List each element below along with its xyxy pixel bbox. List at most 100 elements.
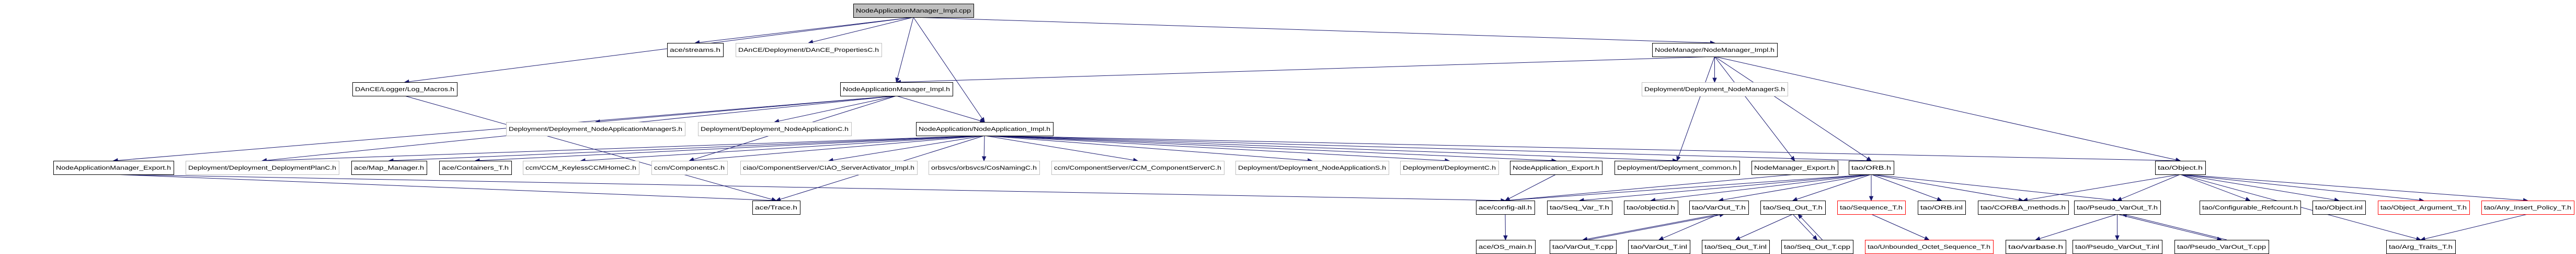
arrowhead-icon: [981, 156, 987, 162]
edge-line: [1588, 214, 1720, 240]
node-naExport[interactable]: NodeApplication_Export.h: [1510, 161, 1602, 175]
edge-line: [113, 174, 1502, 201]
node-box: [740, 161, 918, 175]
node-logMacros[interactable]: DAnCE/Logger/Log_Macros.h: [352, 82, 457, 96]
node-label: tao/objectid.h: [1627, 205, 1675, 211]
node-namS[interactable]: Deployment/Deployment_NodeApplicationMan…: [506, 122, 685, 136]
node-seqVar[interactable]: tao/Seq_Var_T.h: [1547, 201, 1612, 215]
arrowhead-icon: [1812, 235, 1818, 240]
node-nmExport[interactable]: NodeManager_Export.h: [1751, 161, 1838, 175]
node-configAll[interactable]: ace/config-all.h: [1476, 201, 1535, 215]
node-box: [1235, 161, 1389, 175]
arrowhead-icon: [1869, 196, 1874, 202]
node-osMain[interactable]: ace/OS_main.h: [1476, 240, 1536, 254]
arrowhead-icon: [1712, 78, 1717, 83]
edge-line: [1508, 174, 1556, 199]
node-varOut[interactable]: tao/VarOut_T.h: [1689, 201, 1749, 215]
edge-nmImpl-to-namImpl: [896, 56, 1715, 84]
node-objectid[interactable]: tao/objectid.h: [1624, 201, 1678, 215]
node-containers[interactable]: ace/Containers_T.h: [439, 161, 512, 175]
node-nmS[interactable]: Deployment/Deployment_NodeManagerS.h: [1642, 82, 1788, 96]
node-naC[interactable]: Deployment/Deployment_NodeApplicationC.h: [698, 122, 852, 136]
node-label: tao/Unbounded_Octet_Sequence_T.h: [1868, 244, 1990, 250]
node-anyInsert[interactable]: tao/Any_Insert_Policy_T.h: [2481, 201, 2574, 215]
node-label: tao/Seq_Out_T.h: [1763, 205, 1823, 211]
node-label: tao/Any_Insert_Policy_T.h: [2484, 205, 2571, 211]
node-refcount[interactable]: tao/Configurable_Refcount.h: [2200, 201, 2301, 215]
node-label: tao/Arg_Traits_T.h: [2389, 244, 2453, 250]
node-objectInl[interactable]: tao/Object.inl: [2312, 201, 2366, 215]
node-namExport[interactable]: NodeApplicationManager_Export.h: [53, 161, 174, 175]
edge-line: [1583, 174, 1872, 201]
edge-line: [913, 17, 982, 119]
node-box: [352, 82, 457, 96]
arrowhead-icon: [1503, 235, 1508, 241]
node-cosNaming[interactable]: orbsvcs/orbsvcs/CosNamingC.h: [929, 161, 1040, 175]
edge-line: [984, 135, 2177, 161]
node-sequence[interactable]: tao/Sequence_T.h: [1837, 201, 1906, 215]
node-argTraits[interactable]: tao/Arg_Traits_T.h: [2386, 240, 2456, 254]
edge-naImpl-to-orb: [984, 135, 1872, 163]
node-mapMgr[interactable]: ace/Map_Manager.h: [351, 161, 427, 175]
node-varOutInl[interactable]: tao/VarOut_T.inl: [1628, 240, 1690, 254]
node-box: [840, 82, 953, 96]
node-label: tao/Object_Argument_T.h: [2380, 205, 2467, 211]
node-compServerC[interactable]: ccm/ComponentServer/CCM_ComponentServerC…: [1051, 161, 1224, 175]
edge-line: [2180, 174, 2524, 201]
node-pseudoInl[interactable]: tao/Pseudo_VarOut_T.inl: [2073, 240, 2162, 254]
edge-seqOutCpp-to-seqOut: [1798, 214, 1823, 240]
node-varOutCpp[interactable]: tao/VarOut_T.cpp: [1550, 240, 1617, 254]
node-propsC[interactable]: DAnCE/Deployment/DAnCE_PropertiesC.h: [736, 43, 882, 57]
node-seqOut[interactable]: tao/Seq_Out_T.h: [1760, 201, 1826, 215]
node-trace[interactable]: ace/Trace.h: [752, 201, 800, 215]
edge-line: [1739, 214, 1793, 239]
node-box: [752, 201, 800, 215]
arrowhead-icon: [1676, 156, 1681, 162]
node-label: tao/Seq_Var_T.h: [1550, 205, 1609, 211]
node-keyless[interactable]: ccm/CCM_KeylessCCMHomeC.h: [523, 161, 639, 175]
edge-naImpl-to-deplC: [984, 135, 1450, 163]
node-deplC[interactable]: Deployment/DeploymentC.h: [1400, 161, 1499, 175]
node-box: [667, 43, 724, 57]
node-seqOutInl[interactable]: tao/Seq_Out_T.inl: [1702, 240, 1770, 254]
node-box: [1550, 240, 1617, 254]
node-objectArg[interactable]: tao/Object_Argument_T.h: [2378, 201, 2470, 215]
node-box: [2174, 240, 2269, 254]
node-box: [2155, 161, 2206, 175]
node-corbaMethods[interactable]: tao/CORBA_methods.h: [1978, 201, 2069, 215]
edge-nmImpl-to-nmS: [1712, 57, 1717, 83]
edge-orb-to-configAll: [1504, 174, 1872, 203]
arrowhead-icon: [2035, 236, 2041, 241]
node-planC[interactable]: Deployment/Deployment_DeploymentPlanC.h: [186, 161, 339, 175]
edge-line: [812, 17, 914, 42]
node-label: tao/ORB.inl: [1920, 205, 1963, 211]
node-componentsC[interactable]: ccm/ComponentsC.h: [651, 161, 728, 175]
node-namImpl[interactable]: NodeApplicationManager_Impl.h: [840, 82, 953, 96]
node-pseudoVarOut[interactable]: tao/Pseudo_VarOut_T.h: [2074, 201, 2161, 215]
node-object[interactable]: tao/Object.h: [2155, 161, 2206, 175]
arrowhead-icon: [1792, 197, 1798, 202]
node-streams[interactable]: ace/streams.h: [667, 43, 724, 57]
node-activator[interactable]: ciao/ComponentServer/CIAO_ServerActivato…: [740, 161, 918, 175]
node-seqOutCpp[interactable]: tao/Seq_Out_T.cpp: [1781, 240, 1853, 254]
node-nmImpl[interactable]: NodeManager/NodeManager_Impl.h: [1652, 43, 1778, 57]
node-box: [916, 122, 1054, 136]
node-orbInl[interactable]: tao/ORB.inl: [1918, 201, 1966, 215]
edge-line: [408, 17, 914, 82]
edge-line: [984, 135, 1868, 161]
node-unboundedOctet[interactable]: tao/Unbounded_Octet_Sequence_T.h: [1865, 240, 1994, 254]
node-label: ace/Map_Manager.h: [354, 165, 424, 171]
arrowhead-icon: [1735, 236, 1741, 240]
node-common[interactable]: Deployment/Deployment_common.h: [1615, 161, 1740, 175]
edge-anyInsert-to-argTraits: [2420, 214, 2528, 241]
node-naS[interactable]: Deployment/Deployment_NodeApplicationS.h: [1235, 161, 1389, 175]
node-orb[interactable]: tao/ORB.h: [1849, 161, 1894, 175]
edge-naImpl-to-naS: [984, 135, 1313, 163]
node-root[interactable]: NodeApplicationManager_Impl.cpp: [853, 4, 974, 18]
edge-pseudoVarOut-to-pseudoInl: [2115, 214, 2120, 241]
node-varbase[interactable]: tao/varbase.h: [2006, 240, 2066, 254]
node-box: [1615, 161, 1740, 175]
node-pseudoCpp[interactable]: tao/Pseudo_VarOut_T.cpp: [2174, 240, 2269, 254]
node-naImpl[interactable]: NodeApplication/NodeApplication_Impl.h: [916, 122, 1054, 136]
edge-orb-to-sequence: [1869, 174, 1874, 202]
